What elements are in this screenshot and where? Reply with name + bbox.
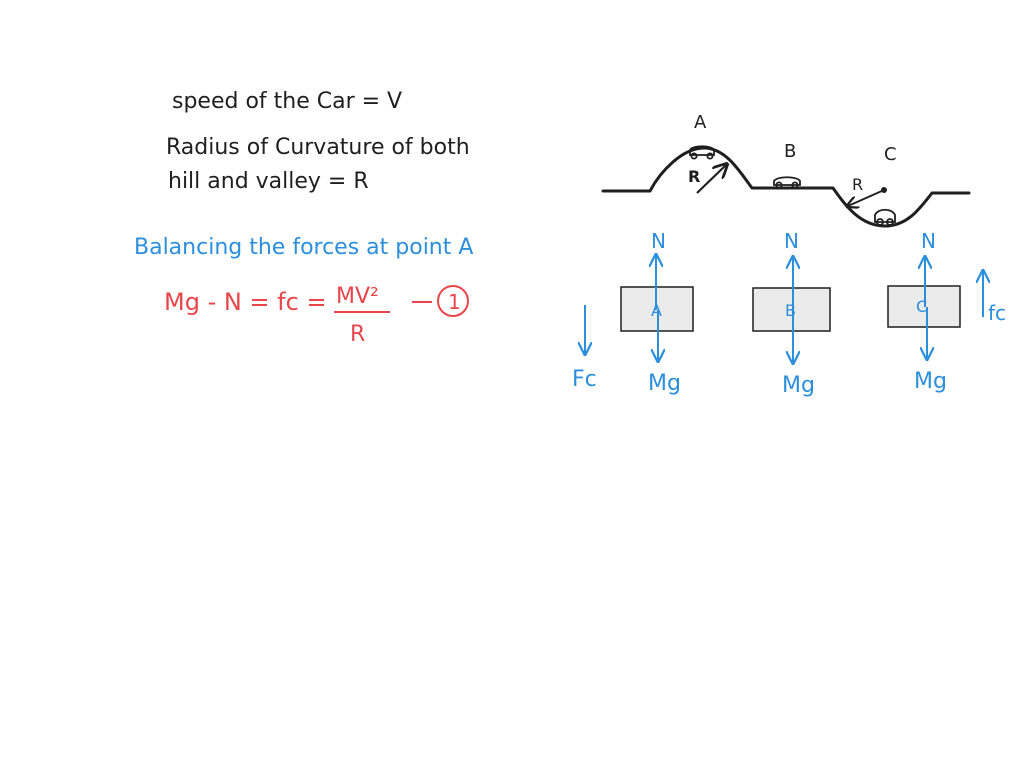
equation-tag-number: 1 [448,290,461,314]
valley-radius-label: R [852,175,863,194]
fbd-a-weight-label: Mg [648,371,681,396]
equation-left: Mg - N = fc = [164,288,327,316]
fbd-c-weight-label: Mg [914,369,947,394]
fbd-b-label: B [785,301,796,320]
fbd-c-normal-label: N [921,229,936,253]
road-profile [601,146,971,228]
radius-note-line2: hill and valley = R [168,169,369,194]
given-notes: speed of the Car = V Radius of Curvature… [166,89,470,194]
fbd-b: B N Mg [752,229,831,398]
valley-radius-arrow [848,189,885,206]
speed-note: speed of the Car = V [172,89,402,114]
force-equation: Mg - N = fc = MV² R 1 [164,284,469,347]
point-c-label: C [884,144,897,165]
terrain-diagram: A B C R R [601,112,971,228]
equation-numerator: MV² [336,284,379,309]
fbd-b-weight-label: Mg [782,373,815,398]
fbd-c-label: C [916,297,927,316]
point-b-label: B [784,141,796,162]
radius-note-line1: Radius of Curvature of both [166,135,470,160]
equation-tag-circle [437,285,469,317]
fbd-a-label: A [651,301,662,320]
car-c-icon [874,208,896,226]
equation-denominator: R [350,322,365,347]
car-b-icon [773,176,801,189]
fbd-b-box [752,287,831,332]
fc-up-label: fc [988,301,1006,325]
hill-radius-arrow [696,165,726,194]
fc-down-label: Fc [572,367,597,392]
fbd-c: C N Mg [887,229,961,394]
balancing-heading: Balancing the forces at point A [134,235,473,260]
car-a-icon [689,145,715,160]
hill-radius-label: R [688,167,700,186]
fbd-b-normal-label: N [784,229,799,253]
fbd-a-normal-label: N [651,229,666,253]
free-body-diagrams: A N Mg B N Mg C N Mg Fc fc [572,229,1006,398]
point-a-label: A [694,112,707,133]
fbd-a: A N Mg [620,229,694,396]
